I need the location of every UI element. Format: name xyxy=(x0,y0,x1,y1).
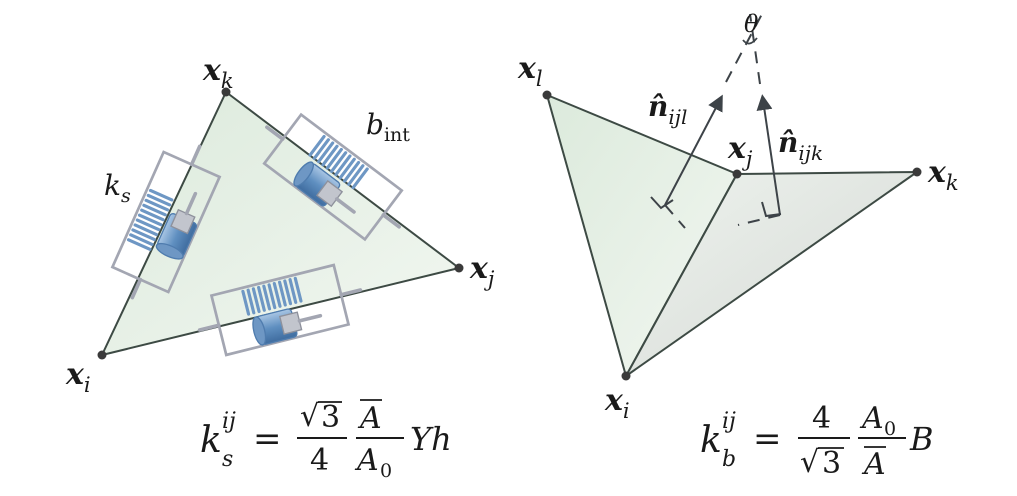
formula-right-num-4: 4 xyxy=(812,401,831,436)
right-hinge-diagram: θ xl xj xk xi n̂ijl n̂ijk k ij b = 4 xyxy=(517,10,959,482)
vertex-j-label: xj xyxy=(469,251,495,291)
vertex-i-dot xyxy=(621,371,631,381)
vertex-i-main: x xyxy=(65,357,85,392)
vertex-j-label-right: xj xyxy=(727,131,753,171)
formula-left-tail: Yh xyxy=(410,420,452,458)
vertex-j-sub-right: j xyxy=(742,147,753,171)
normal-ijk-dash xyxy=(737,214,781,226)
formula-right-num-sub: 0 xyxy=(884,418,896,440)
stretching-stiffness-formula: k ij s = √ 3 4 A A 0 Yh xyxy=(200,399,452,482)
vertex-i-label: xi xyxy=(65,357,91,397)
formula-left-den-a0: A xyxy=(354,443,379,478)
formula-left-num-abar: A xyxy=(357,401,382,436)
vertex-i-label-right: xi xyxy=(604,383,630,423)
normal-ijl-dash xyxy=(664,204,686,229)
vertex-k-label: xk xyxy=(202,53,234,93)
spring-constant-label: ks xyxy=(104,169,131,207)
normal-ijl-arrow xyxy=(664,94,723,206)
extension-ijk xyxy=(749,13,761,85)
normal-ijk-sub: ijk xyxy=(798,141,823,165)
damper-label-sub: int xyxy=(384,124,410,146)
face-ijk xyxy=(625,170,921,377)
vertex-l-dot xyxy=(542,90,552,100)
vertex-l-label: xl xyxy=(517,51,543,91)
vertex-k-dot xyxy=(221,87,231,97)
damper-label-main: b xyxy=(366,108,384,141)
vertex-i-main-right: x xyxy=(604,383,624,418)
formula-right-eq: = xyxy=(753,419,782,459)
normal-ijk-right-angle xyxy=(761,201,782,218)
formula-left-den-sub: 0 xyxy=(380,460,392,482)
vertex-l-main: x xyxy=(517,51,537,86)
vertex-k-main-right: x xyxy=(927,155,947,190)
spring-label-main: k xyxy=(104,169,121,202)
formula-right-lhs: k xyxy=(700,420,722,461)
normal-ijk-main: n̂ xyxy=(778,126,798,159)
formula-left-sub: s xyxy=(222,447,233,472)
formula-right-num-a0: A xyxy=(859,401,884,436)
normal-ijk-label: n̂ijk xyxy=(778,126,823,165)
normal-ijl-main: n̂ xyxy=(648,90,668,123)
vertex-l-sub: l xyxy=(536,67,543,91)
vertex-j-dot xyxy=(454,263,464,273)
formula-left-den-4: 4 xyxy=(310,443,329,478)
normal-ijk-arrow xyxy=(756,94,781,216)
vertex-j-sub: j xyxy=(484,267,495,291)
vertex-j-dot xyxy=(732,169,742,179)
formula-left-sup: ij xyxy=(222,409,236,434)
formula-left-radical: √ xyxy=(300,399,320,434)
formula-right-tail: B xyxy=(909,420,934,458)
vertex-k-label-right: xk xyxy=(927,155,959,195)
formula-left-eq: = xyxy=(253,419,282,459)
damping-label: bint xyxy=(366,108,410,146)
left-triangle-diagram: xk xj xi ks bint k ij s = √ 3 4 A A xyxy=(65,53,495,482)
formula-right-den-abar: A xyxy=(861,447,886,482)
extension-ijl xyxy=(725,13,763,83)
vertex-k-sub: k xyxy=(221,69,234,93)
normal-ijl-right-angle xyxy=(650,196,674,210)
formula-right-radical: √ xyxy=(800,445,820,480)
vertex-k-dot xyxy=(912,167,922,177)
formula-right-sub: b xyxy=(722,447,736,472)
angle-theta-label: θ xyxy=(744,10,759,38)
vertex-k-sub-right: k xyxy=(946,171,959,195)
vertex-i-sub: i xyxy=(84,373,91,397)
vertex-k-main: x xyxy=(202,53,222,88)
spring-label-sub: s xyxy=(121,185,131,207)
formula-left-lhs: k xyxy=(200,420,222,461)
formula-right-den-3: 3 xyxy=(822,446,841,481)
formula-right-sup: ij xyxy=(722,409,736,434)
normal-ijl-sub: ijl xyxy=(668,105,687,129)
vertex-i-sub-right: i xyxy=(623,399,630,423)
vertex-j-main: x xyxy=(469,251,489,286)
normal-ijl-label: n̂ijl xyxy=(648,90,687,129)
bending-stiffness-formula: k ij b = 4 √ 3 A 0 A B xyxy=(700,401,934,482)
vertex-i-dot xyxy=(97,350,107,360)
formula-left-num-3: 3 xyxy=(321,400,340,435)
angle-arc xyxy=(742,37,758,45)
vertex-j-main-right: x xyxy=(727,131,747,166)
